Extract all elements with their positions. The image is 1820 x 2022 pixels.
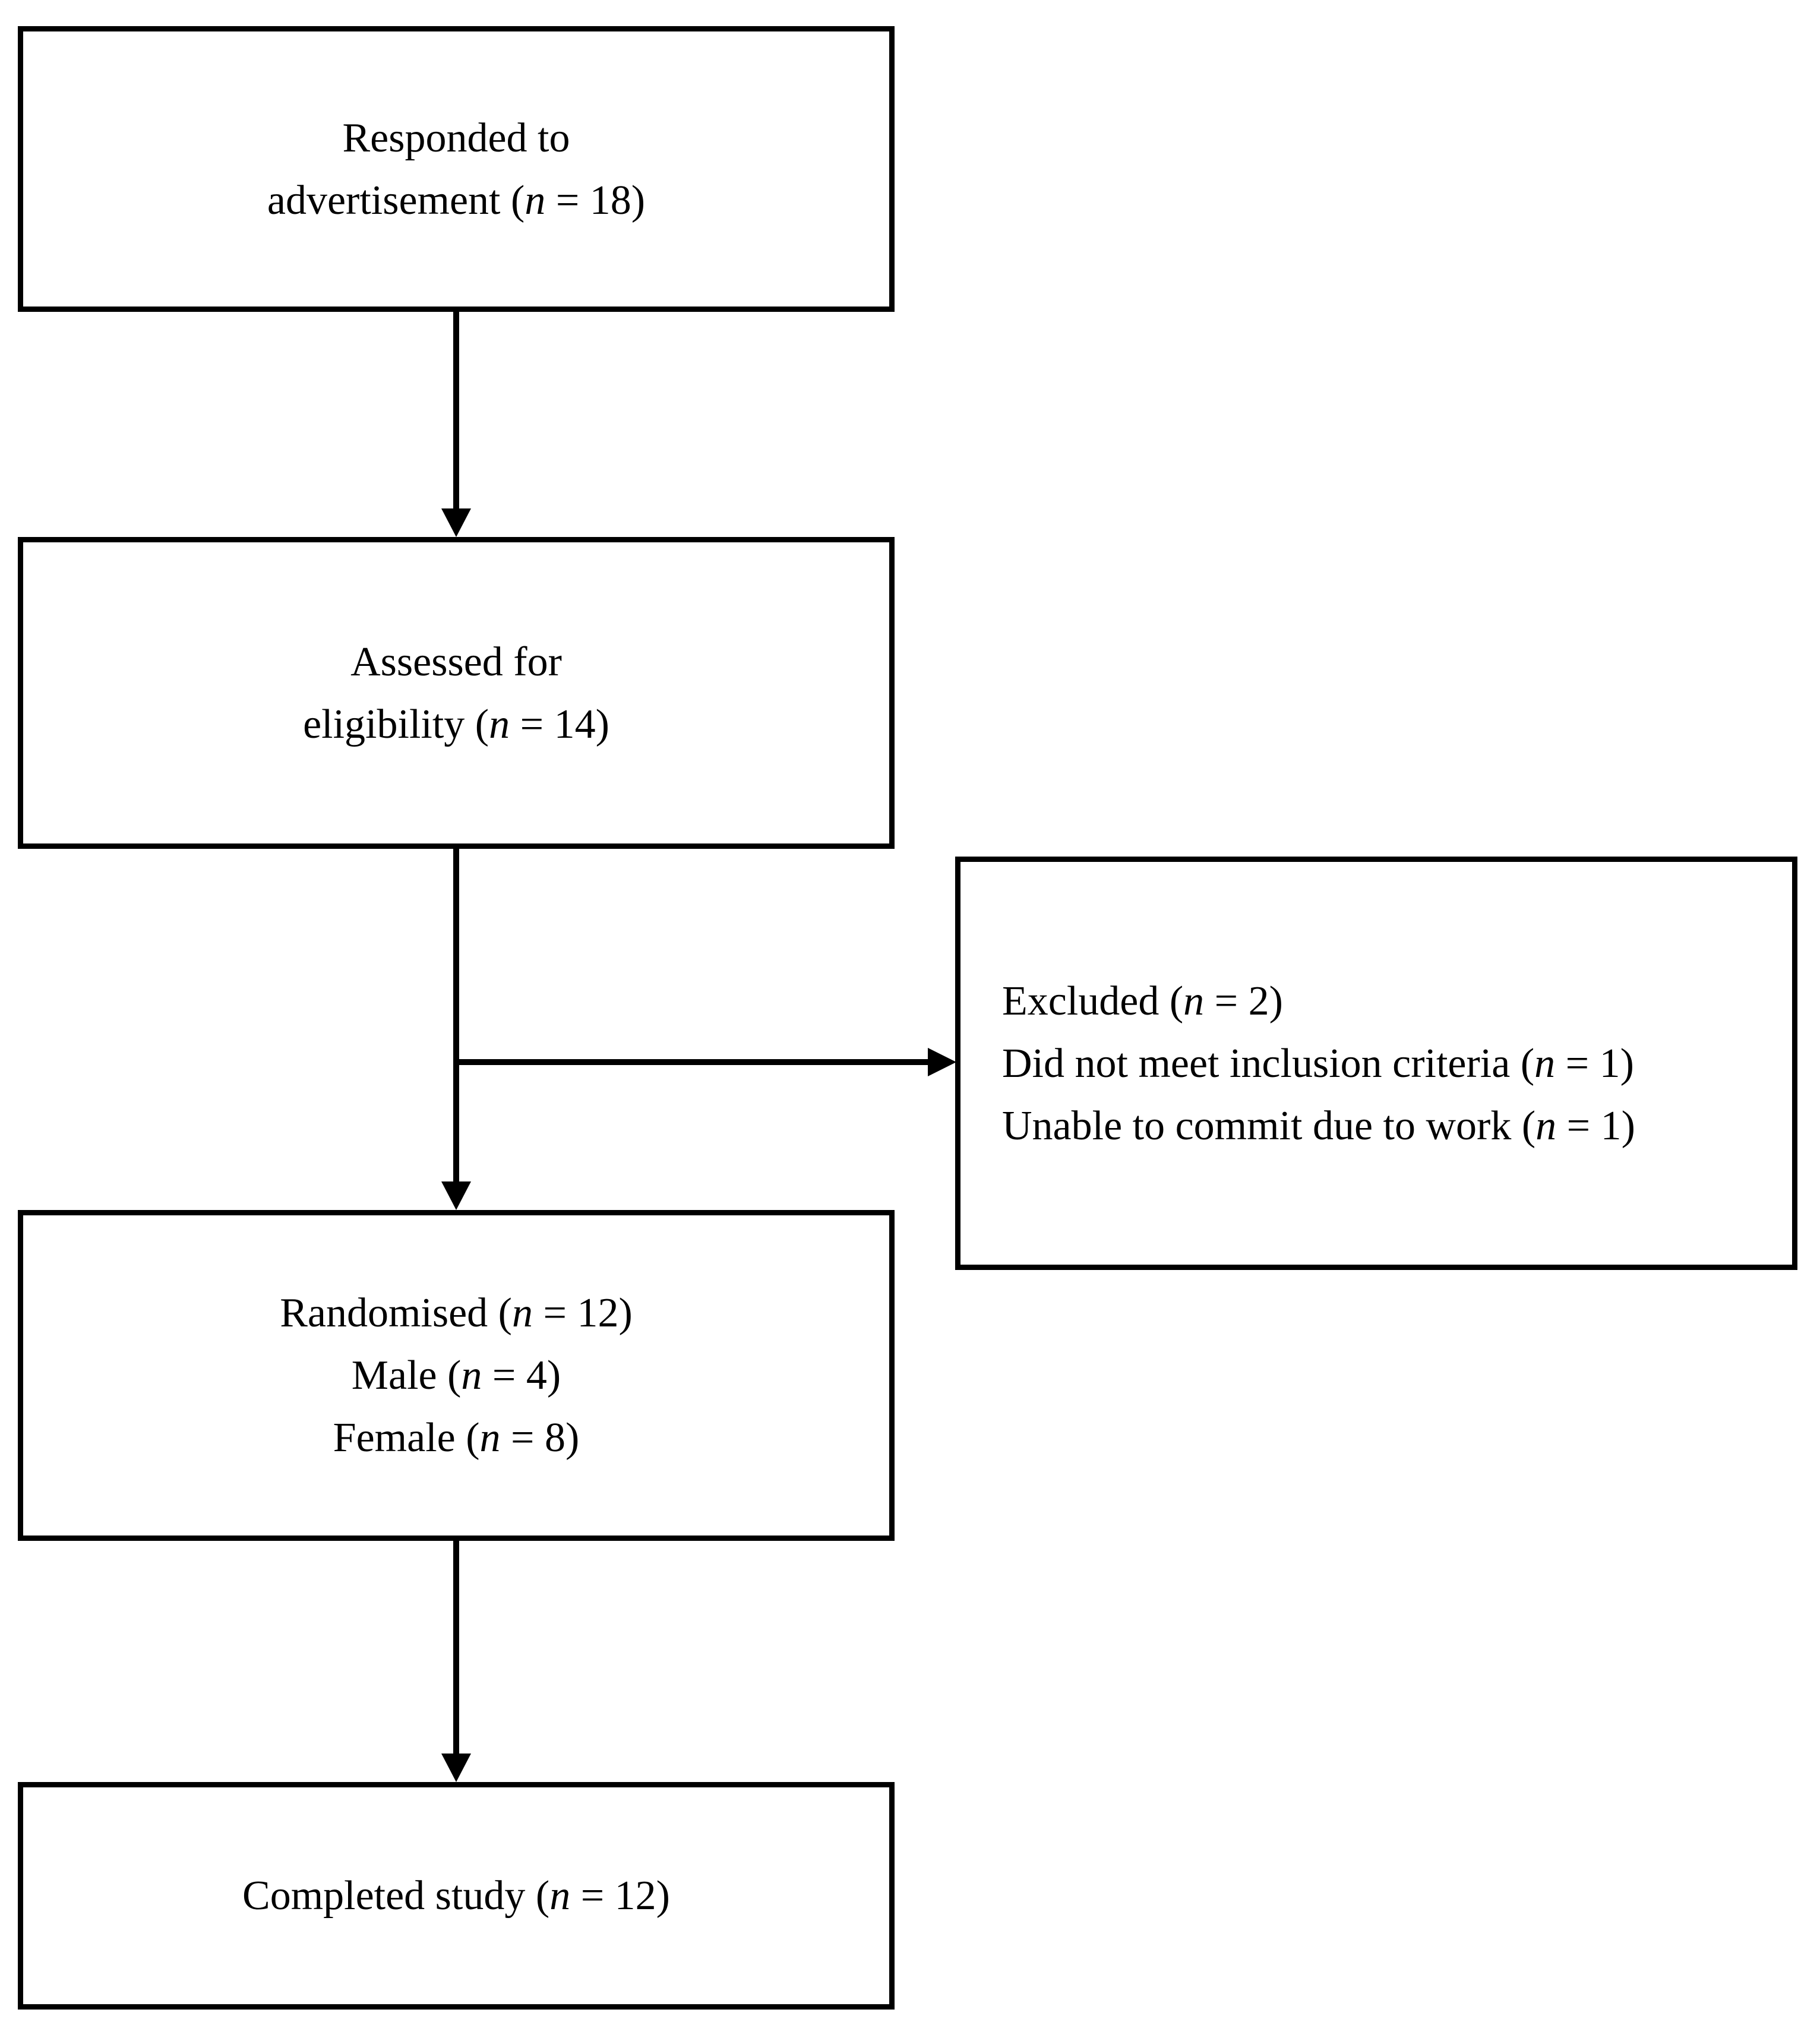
label-text: = 12) [570, 1873, 670, 1919]
label-text: = 4) [482, 1353, 561, 1398]
label-text: eligibility ( [303, 701, 489, 747]
label-text: = 1) [1555, 1040, 1634, 1086]
flow-box-excluded: Excluded (n = 2) Did not meet inclusion … [955, 857, 1797, 1270]
italic-n: n [479, 1415, 501, 1461]
label-text: Completed study ( [242, 1873, 550, 1919]
label-text: = 12) [532, 1290, 633, 1336]
text-line: advertisement (n = 18) [267, 169, 645, 232]
arrowhead-down-icon [441, 508, 471, 537]
text-line: Completed study (n = 12) [242, 1865, 670, 1927]
label-text: Female ( [333, 1415, 480, 1461]
label-text: = 8) [500, 1415, 580, 1461]
italic-n: n [549, 1873, 571, 1919]
connector-responded-assessed [453, 312, 459, 511]
flow-box-assessed: Assessed for eligibility (n = 14) [18, 537, 895, 849]
connector-assessed-excluded [456, 1059, 930, 1065]
text-line: Unable to commit due to work (n = 1) [1002, 1095, 1635, 1157]
arrowhead-right-icon [928, 1048, 956, 1076]
label-text: advertisement ( [267, 177, 525, 223]
label-text: = 18) [545, 177, 646, 223]
italic-n: n [1534, 1040, 1556, 1086]
label-text: = 14) [510, 701, 609, 747]
connector-assessed-randomised [453, 849, 459, 1184]
text-line: Did not meet inclusion criteria (n = 1) [1002, 1032, 1634, 1095]
text-line: Assessed for [350, 631, 562, 693]
text-line: Randomised (n = 12) [280, 1282, 633, 1344]
text-line: Female (n = 8) [333, 1407, 580, 1469]
label-text: Randomised ( [280, 1290, 512, 1336]
flow-box-responded: Responded to advertisement (n = 18) [18, 26, 895, 312]
italic-n: n [524, 177, 546, 223]
text-line: Responded to [342, 107, 570, 169]
italic-n: n [1535, 1102, 1557, 1149]
flow-box-completed: Completed study (n = 12) [18, 1782, 895, 2010]
label-text: Assessed for [350, 639, 562, 685]
arrowhead-down-icon [441, 1181, 471, 1210]
italic-n: n [511, 1290, 533, 1336]
text-line: Excluded (n = 2) [1002, 970, 1283, 1032]
arrowhead-down-icon [441, 1754, 471, 1782]
text-line: eligibility (n = 14) [303, 693, 609, 756]
label-text: = 2) [1204, 978, 1283, 1024]
text-line: Male (n = 4) [352, 1344, 561, 1407]
label-text: Did not meet inclusion criteria ( [1002, 1040, 1535, 1086]
italic-n: n [461, 1353, 482, 1398]
italic-n: n [1183, 978, 1205, 1024]
connector-randomised-completed [453, 1541, 459, 1756]
italic-n: n [489, 701, 510, 747]
label-text: Excluded ( [1002, 978, 1184, 1024]
label-text: Unable to commit due to work ( [1002, 1102, 1536, 1149]
label-text: Male ( [351, 1353, 462, 1398]
flow-box-randomised: Randomised (n = 12) Male (n = 4) Female … [18, 1210, 895, 1541]
label-text: Responded to [342, 115, 570, 161]
label-text: = 1) [1556, 1102, 1635, 1149]
